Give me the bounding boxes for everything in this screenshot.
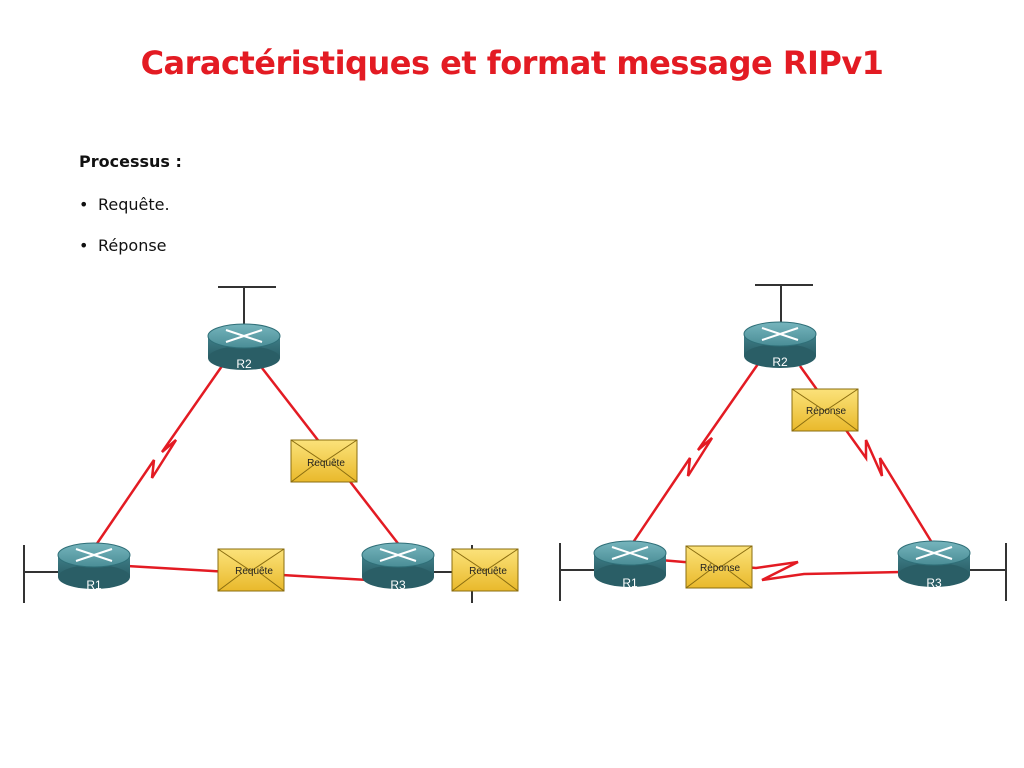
- router-label-r3: R3: [926, 576, 942, 590]
- serial-link-r1-r2: [94, 365, 224, 546]
- envelope-request-r1-r3: Requête: [217, 548, 285, 592]
- envelope-response-r2-r1: Réponse: [791, 388, 859, 432]
- links: [630, 363, 936, 582]
- envelope-request-r3-lan: Requête: [451, 548, 519, 592]
- router-r2: R2: [743, 321, 817, 369]
- router-label-r1: R1: [622, 576, 638, 590]
- envelope-request-r2-r3: Requête: [290, 439, 358, 483]
- serial-link-r2-r3: [798, 365, 936, 547]
- router-label-r3: R3: [390, 578, 406, 592]
- lan-stub-r3: [968, 543, 1007, 601]
- router-r3: R3: [897, 540, 971, 590]
- router-r3: R3: [361, 542, 435, 592]
- envelope-response-r1-r3: Réponse: [685, 545, 753, 589]
- lan-stub-r2: [218, 286, 276, 330]
- envelope-label: Requête: [307, 458, 345, 469]
- router-label-r2: R2: [236, 357, 252, 371]
- envelope-label: Réponse: [806, 406, 846, 417]
- router-r1: R1: [593, 540, 667, 590]
- router-label-r1: R1: [86, 578, 102, 592]
- lan-stub-r1: [559, 543, 598, 601]
- envelope-label: Requête: [235, 566, 273, 577]
- bullet-response: •Réponse: [79, 236, 167, 255]
- envelope-label: Requête: [469, 566, 507, 577]
- router-r2: R2: [207, 323, 281, 371]
- lan-stub-r1: [23, 545, 62, 603]
- process-heading: Processus :: [79, 152, 182, 171]
- diagram-response: R2 R1 R3 Réponse: [559, 284, 1007, 601]
- bullet-request-text: Requête.: [98, 195, 170, 214]
- lan-stub-r2: [755, 284, 813, 328]
- envelope-label: Réponse: [700, 563, 740, 574]
- bullet-request: •Requête.: [79, 195, 170, 214]
- slide-title: Caractéristiques et format message RIPv1: [140, 44, 884, 82]
- serial-link-r1-r2: [630, 363, 760, 545]
- diagram-request: R2 R1 R3 Req: [23, 286, 519, 603]
- router-label-r2: R2: [772, 355, 788, 369]
- router-r1: R1: [57, 542, 131, 592]
- bullet-response-text: Réponse: [98, 236, 167, 255]
